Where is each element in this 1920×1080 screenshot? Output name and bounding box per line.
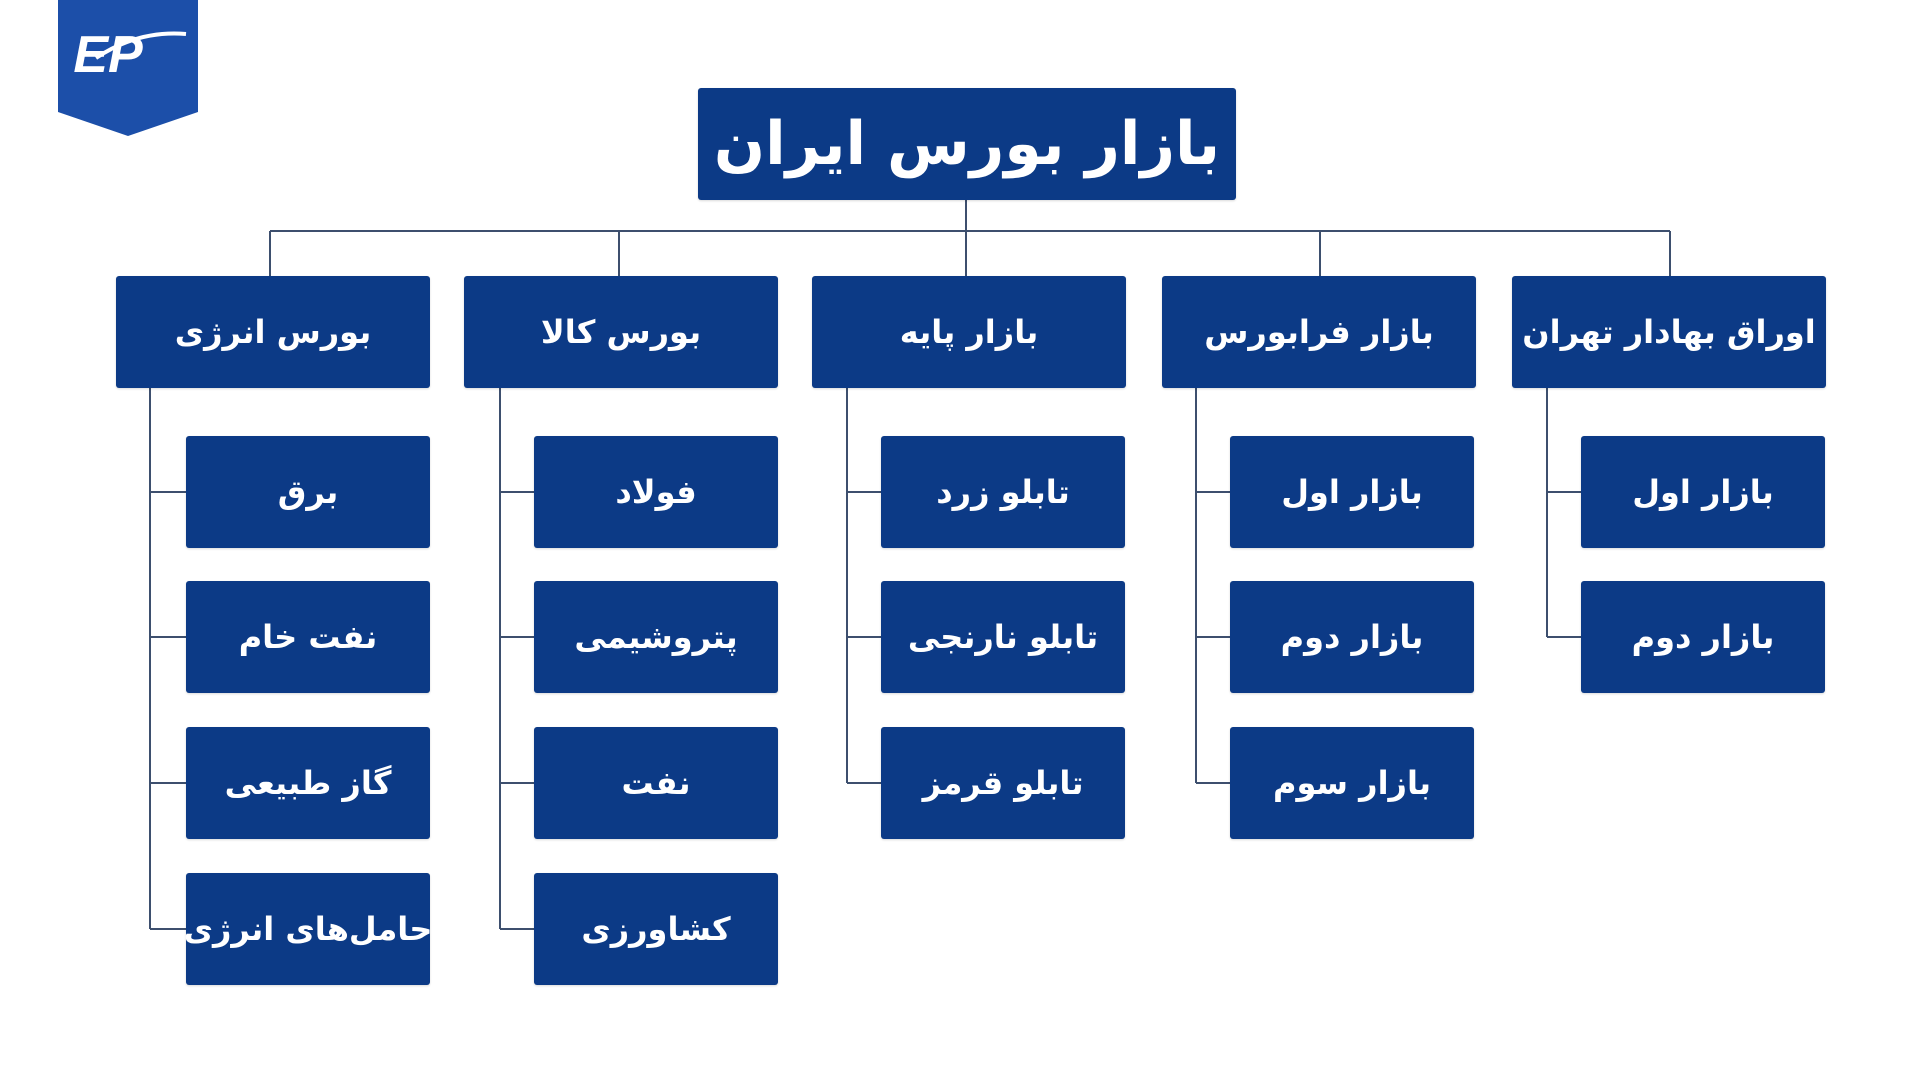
category-label: بورس انرژی	[174, 313, 372, 351]
category-label: اوراق بهادار تهران	[1522, 313, 1816, 351]
category-label: بازار فرابورس	[1204, 313, 1434, 351]
node-farabourse-first-market: بازار اول	[1230, 436, 1474, 548]
node-electricity: برق	[186, 436, 430, 548]
node-label: بازار اول	[1281, 473, 1423, 511]
node-energy-carriers: حامل‌های انرژی	[183, 873, 433, 985]
node-label: تابلو زرد	[936, 473, 1070, 511]
category-commodity-exchange: بورس کالا	[464, 276, 778, 388]
node-orange-board: تابلو نارنجی	[881, 581, 1125, 693]
category-tehran-securities: اوراق بهادار تهران	[1512, 276, 1826, 388]
node-label: برق	[277, 473, 339, 511]
node-label: تابلو قرمز	[922, 764, 1084, 802]
diagram-title-text: بازار بورس ایران	[713, 109, 1221, 179]
node-natural-gas: گاز طبیعی	[186, 727, 430, 839]
node-oil: نفت	[534, 727, 778, 839]
node-red-board: تابلو قرمز	[881, 727, 1125, 839]
node-steel: فولاد	[534, 436, 778, 548]
diagram-title: بازار بورس ایران	[698, 88, 1236, 200]
node-tehran-second-market: بازار دوم	[1581, 581, 1825, 693]
node-label: فولاد	[615, 473, 697, 511]
node-label: گاز طبیعی	[224, 764, 392, 802]
node-tehran-first-market: بازار اول	[1581, 436, 1825, 548]
category-label: بورس کالا	[540, 313, 702, 351]
node-yellow-board: تابلو زرد	[881, 436, 1125, 548]
node-farabourse-second-market: بازار دوم	[1230, 581, 1474, 693]
category-label: بازار پایه	[899, 313, 1039, 351]
node-crude-oil: نفت خام	[186, 581, 430, 693]
node-farabourse-third-market: بازار سوم	[1230, 727, 1474, 839]
node-label: حامل‌های انرژی	[183, 910, 433, 948]
node-label: بازار سوم	[1273, 764, 1431, 802]
node-agriculture: کشاورزی	[534, 873, 778, 985]
node-label: پتروشیمی	[574, 618, 738, 656]
logo-letter-e: EP	[73, 26, 143, 84]
node-label: نفت	[621, 764, 691, 802]
category-base-market: بازار پایه	[812, 276, 1126, 388]
node-label: بازار اول	[1632, 473, 1774, 511]
node-label: بازار دوم	[1280, 618, 1424, 656]
node-label: بازار دوم	[1631, 618, 1775, 656]
node-label: تابلو نارنجی	[907, 618, 1099, 656]
category-farabourse: بازار فرابورس	[1162, 276, 1476, 388]
node-petrochemical: پتروشیمی	[534, 581, 778, 693]
ep-logo-icon: EP	[58, 0, 198, 136]
category-energy-exchange: بورس انرژی	[116, 276, 430, 388]
node-label: کشاورزی	[581, 910, 731, 948]
node-label: نفت خام	[238, 618, 378, 656]
